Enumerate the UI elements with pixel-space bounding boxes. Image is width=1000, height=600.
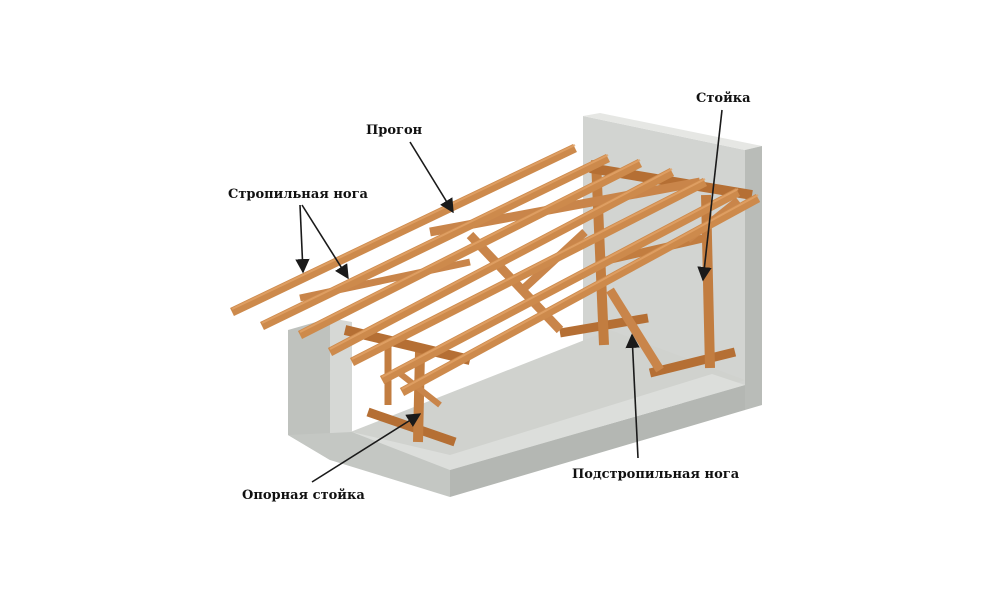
- rafter-3: [297, 158, 643, 340]
- rafter-6: [379, 188, 741, 384]
- rafter-4: [327, 168, 675, 356]
- arrow-rafter-2: [301, 204, 349, 280]
- sill-front: [366, 407, 457, 447]
- support-post-1: [413, 351, 425, 443]
- front-left-wall: [288, 318, 745, 497]
- rafter-7: [399, 194, 761, 396]
- label-rafter-leg: Стропильная нога: [228, 187, 368, 202]
- arrow-purlin: [409, 141, 454, 214]
- strut-2: [606, 287, 664, 373]
- label-post: Стойка: [696, 91, 751, 106]
- rafter-2: [260, 153, 610, 331]
- label-support-post: Опорная стойка: [242, 488, 365, 503]
- label-strut: Подстропильная нога: [572, 467, 740, 482]
- arrow-rafter-1: [295, 204, 310, 274]
- post-back-1: [591, 159, 609, 346]
- label-purlin: Прогон: [366, 123, 423, 138]
- arrow-strut: [625, 333, 640, 459]
- leader-arrows: [295, 109, 723, 483]
- sill-right: [648, 347, 737, 378]
- rafter-5: [349, 177, 708, 367]
- support-brace: [396, 369, 442, 408]
- arrow-post: [697, 109, 723, 282]
- arrow-support-post: [311, 413, 422, 483]
- timber-frame: [230, 143, 761, 447]
- rafter-1: [230, 143, 577, 317]
